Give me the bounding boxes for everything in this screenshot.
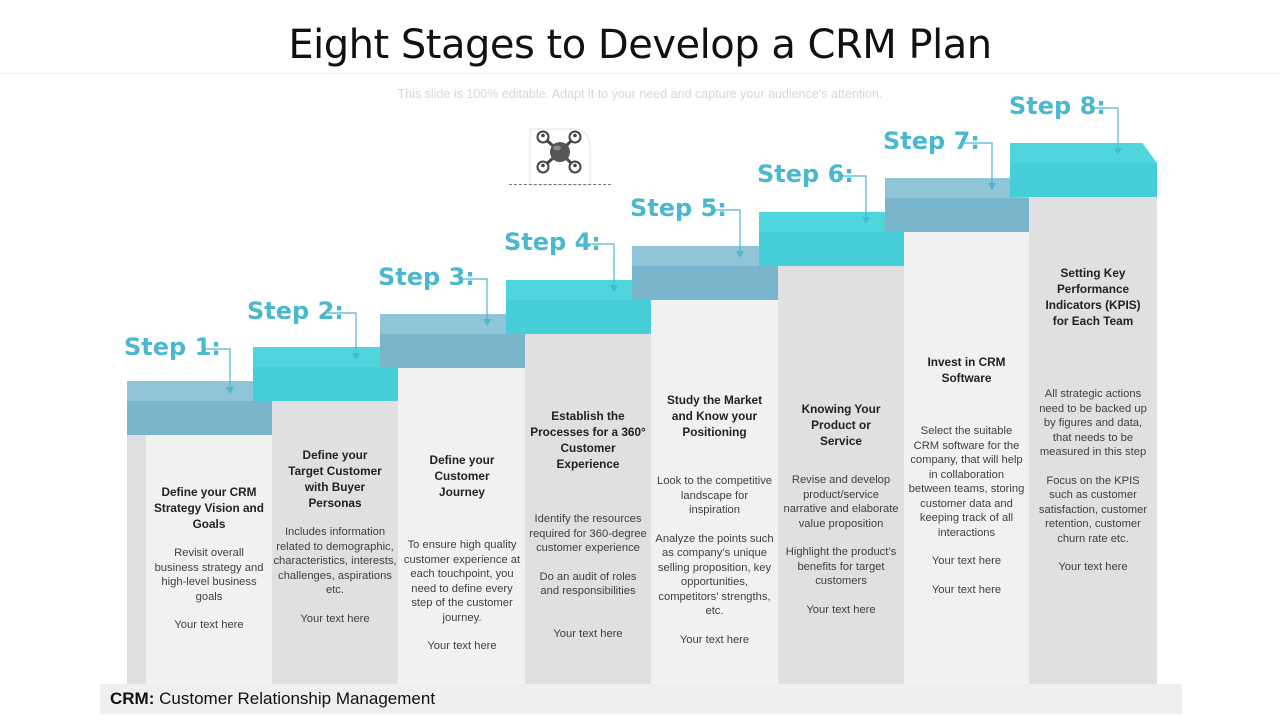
step-3-label: Step 3: bbox=[378, 263, 475, 291]
slide-subtitle: This slide is 100% editable. Adapt it to… bbox=[397, 87, 883, 101]
step-cap-3 bbox=[380, 314, 525, 368]
stage-description: Analyze the points such as company’s uni… bbox=[655, 532, 774, 618]
slide-title: Eight Stages to Develop a CRM Plan bbox=[288, 22, 992, 68]
stage-8-text: Setting Key Performance Indicators (KPIS… bbox=[1034, 265, 1152, 575]
stage-5-text: Study the Market and Know your Positioni… bbox=[655, 392, 774, 647]
stage-description: Look to the competitive landscape for in… bbox=[656, 475, 773, 516]
step-cap-8 bbox=[1010, 143, 1157, 198]
step-cap-7 bbox=[885, 178, 1029, 232]
stage-description: Focus on the KPIS such as customer satis… bbox=[1038, 474, 1148, 545]
stage-column-6 bbox=[778, 265, 904, 686]
stage-description: Highlight the product’s benefits for tar… bbox=[785, 546, 897, 587]
stage-description: Identify the resources required for 360-… bbox=[529, 513, 647, 554]
stage-description: Includes information related to demograp… bbox=[273, 526, 397, 596]
step-2-label: Step 2: bbox=[247, 297, 344, 325]
stage-placeholder: Your text here bbox=[427, 640, 497, 652]
stage-heading: Define your CRM Strategy Vision and Goal… bbox=[154, 485, 264, 531]
step-cap-4 bbox=[506, 280, 651, 334]
stage-description: Revise and develop product/service narra… bbox=[783, 474, 899, 530]
stage-2-text: Define your Target Customer with Buyer P… bbox=[272, 447, 398, 626]
stage-description: To ensure high quality customer experien… bbox=[403, 539, 521, 624]
stage-placeholder: Your text here bbox=[174, 619, 244, 631]
step-cap-5 bbox=[632, 246, 778, 300]
step-7-label: Step 7: bbox=[883, 127, 980, 155]
stage-heading: Define your Customer Journey bbox=[429, 453, 495, 499]
step-8-label: Step 8: bbox=[1009, 92, 1106, 120]
stage-placeholder: Your text here bbox=[931, 583, 1002, 596]
stage-placeholder: Your text here bbox=[806, 603, 876, 616]
step-5-label: Step 5: bbox=[630, 194, 727, 222]
step-cap-2 bbox=[253, 347, 398, 401]
stage-placeholder: Your text here bbox=[300, 612, 370, 625]
stage-description: All strategic actions need to be backed … bbox=[1039, 388, 1147, 458]
stage-column-2 bbox=[272, 400, 398, 686]
icon-divider bbox=[509, 184, 611, 185]
stage-placeholder: Your text here bbox=[553, 627, 623, 640]
stage-column-5 bbox=[651, 299, 778, 686]
footer-term: CRM: bbox=[110, 689, 155, 708]
stage-placeholder: Your text here bbox=[931, 555, 1002, 567]
stage-1-text: Define your CRM Strategy Vision and Goal… bbox=[151, 484, 267, 633]
title-divider bbox=[0, 73, 1280, 74]
stage-column-1 bbox=[146, 433, 272, 686]
stage-heading: Invest in CRM Software bbox=[927, 355, 1006, 385]
step-6-label: Step 6: bbox=[757, 160, 854, 188]
footer-definition: CRM: Customer Relationship Management bbox=[100, 684, 1182, 714]
stage-placeholder: Your text here bbox=[1058, 561, 1128, 573]
stage-heading: Define your Target Customer with Buyer P… bbox=[288, 448, 382, 510]
stage-4-text: Establish the Processes for a 360° Custo… bbox=[529, 408, 647, 641]
stage-7-text: Invest in CRM Software Select the suitab… bbox=[908, 354, 1025, 597]
stage-heading: Knowing Your Product or Service bbox=[801, 402, 881, 448]
stage-description: Do an audit of roles and responsibilitie… bbox=[539, 570, 637, 598]
stage-placeholder: Your text here bbox=[679, 633, 750, 646]
step-cap-6 bbox=[759, 212, 904, 266]
stage-6-text: Knowing Your Product or Service Revise a… bbox=[783, 401, 899, 617]
step-1-label: Step 1: bbox=[124, 333, 221, 361]
stage-column-7 bbox=[904, 231, 1029, 686]
stage-3-text: Define your Customer Journey To ensure h… bbox=[402, 452, 522, 654]
stage-column-4 bbox=[525, 332, 651, 686]
stage-heading: Study the Market and Know your Positioni… bbox=[666, 393, 763, 439]
stage-column-1 bbox=[127, 433, 147, 686]
stage-heading: Setting Key Performance Indicators (KPIS… bbox=[1045, 266, 1141, 328]
network-hub-icon bbox=[529, 128, 591, 186]
stage-description: Revisit overall business strategy and hi… bbox=[154, 547, 264, 603]
step-4-label: Step 4: bbox=[504, 228, 601, 256]
step-cap-1 bbox=[127, 381, 272, 435]
stage-column-8 bbox=[1029, 197, 1157, 686]
footer-definition-text: Customer Relationship Management bbox=[159, 689, 436, 708]
stage-heading: Establish the Processes for a 360° Custo… bbox=[530, 409, 646, 471]
stage-description: Select the suitable CRM software for the… bbox=[908, 425, 1025, 539]
stage-column-3 bbox=[398, 367, 525, 686]
